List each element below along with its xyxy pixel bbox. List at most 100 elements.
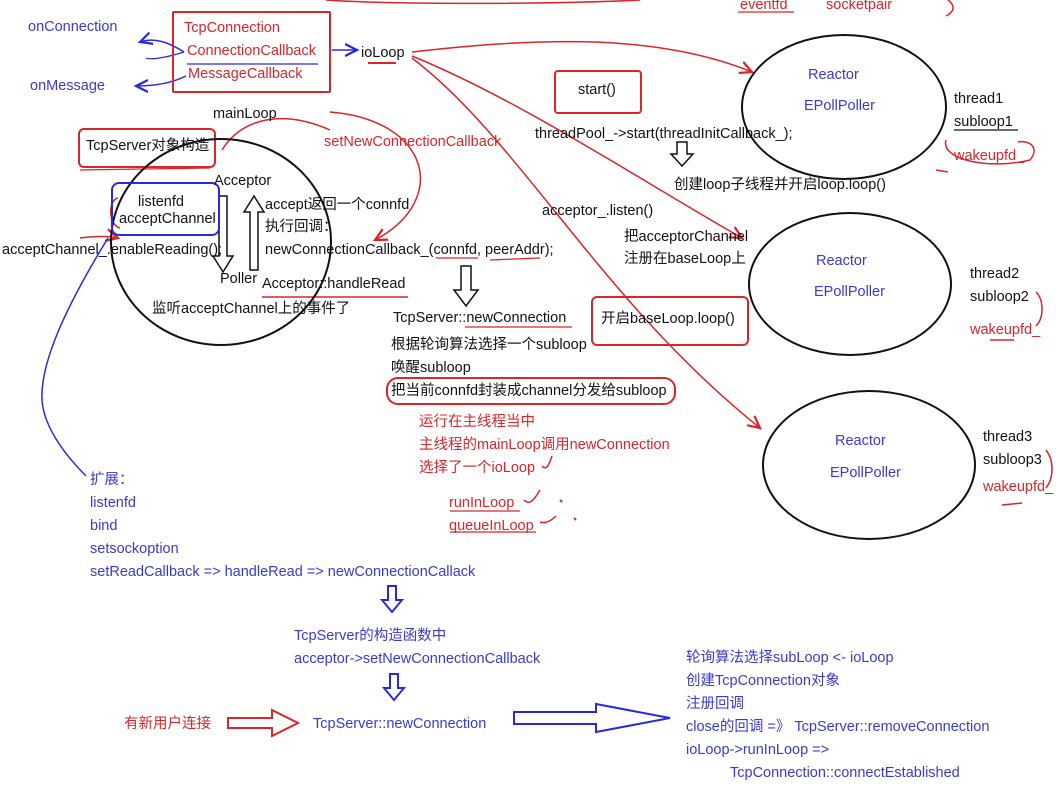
reactor-3-thread: thread3 (983, 429, 1033, 445)
accept-step-1: accept返回一个connfd (265, 197, 410, 213)
start-label: start() (578, 82, 616, 98)
reactor-3-wakeup: wakeupfd_ (983, 479, 1054, 495)
main-thread-3: 选择了一个ioLoop (419, 460, 536, 476)
threadpool-start-label: threadPool_->start(threadInitCallback_); (535, 126, 793, 142)
create-loop-label: 创建loop子线程并开启loop.loop() (674, 177, 886, 193)
socketpair-label: socketpair (826, 0, 893, 13)
conn-callback-arrow-b (145, 51, 185, 60)
acceptor-circle (110, 138, 332, 346)
reactor-circle-2 (748, 212, 952, 356)
reactor-1-title: Reactor (808, 67, 859, 83)
reactor-3-poller: EPollPoller (830, 465, 901, 481)
extension-title: 扩展： (90, 472, 134, 488)
reactor-2-title: Reactor (816, 253, 867, 269)
tcpserver-newconn-1: 根据轮询算法选择一个subloop (391, 337, 587, 353)
connection-callback-label: ConnectionCallback (187, 43, 316, 59)
flow-ctor-title: TcpServer的构造函数中 (294, 628, 447, 644)
extension-setsockoption: setsockoption (90, 541, 179, 557)
register-acceptor-2: 注册在baseLoop上 (624, 251, 746, 267)
run-in-loop-label: runInLoop (449, 495, 515, 511)
queue-in-loop-label: queueInLoop (449, 518, 534, 534)
reactor-1-thread: thread1 (954, 91, 1004, 107)
runinloop-tick (523, 489, 541, 504)
wakeup3-underline (1001, 502, 1023, 506)
accept-step-2: 执行回调： (265, 219, 338, 235)
accept-channel-label: acceptChannel (119, 211, 216, 227)
tcpconnection-title: TcpConnection (184, 20, 280, 36)
setnewconn-arc (329, 111, 422, 240)
start-box (554, 70, 642, 114)
wakeup1-tick (935, 169, 949, 173)
to-final-arrow (513, 702, 671, 734)
tcpserver-newconn-title: TcpServer::newConnection (393, 310, 567, 326)
register-acceptor-1: 把acceptorChannel (624, 229, 749, 245)
new-user-arrow (227, 708, 301, 738)
ioloop-to-reactor3 (411, 57, 760, 428)
ioloop-label: ioLoop (361, 45, 405, 61)
reactor-1-wakeup: wakeupfd_ (954, 148, 1025, 164)
open-baseloop-box (591, 296, 749, 346)
final-step-1: 轮询算法选择subLoop <- ioLoop (686, 650, 894, 666)
reactor-3-title: Reactor (835, 433, 886, 449)
blue-curve-to-extension (41, 237, 109, 477)
top-scribble-left (325, 0, 641, 5)
queueinloop-tick (539, 515, 557, 524)
message-callback-label: MessageCallback (188, 66, 303, 82)
on-message-label: onMessage (30, 78, 105, 94)
tcpserver-newconn-2: 唤醒subloop (391, 360, 471, 376)
accept-step-4: Acceptor::handleRead (262, 276, 406, 292)
mainloop-label: mainLoop (213, 106, 277, 122)
flow-newconn-label: TcpServer::newConnection (313, 716, 487, 732)
eventfd-label: eventfd (740, 0, 788, 13)
conn-callback-arrow (140, 40, 185, 53)
reactor-circle-3 (762, 390, 976, 540)
flow-down-arrow2 (381, 673, 407, 702)
reactor-3-subloop: subloop3 (983, 452, 1042, 468)
flow-down-arrow1 (379, 585, 405, 614)
ioloop-to-reactor2 (411, 55, 742, 238)
extension-bind: bind (90, 518, 118, 534)
listenfd-label: listenfd (138, 194, 184, 210)
tcpconnection-box (172, 11, 331, 93)
acceptor-label: Acceptor (214, 173, 272, 189)
final-step-6: TcpConnection::connectEstablished (730, 765, 960, 781)
select-tick (541, 455, 553, 469)
top-scribble-right (945, 0, 954, 17)
extension-read-callback: setReadCallback => handleRead => newConn… (90, 564, 476, 580)
reactor-2-poller: EPollPoller (814, 284, 885, 300)
main-thread-2: 主线程的mainLoop调用newConnection (419, 437, 670, 453)
open-baseloop-label: 开启baseLoop.loop() (601, 311, 735, 327)
listen-note-label: 监听acceptChannel上的事件了 (152, 301, 351, 317)
poller-label: Poller (220, 271, 258, 287)
wakeup1-loop (944, 139, 1035, 165)
acceptor-listen-label: acceptor_.listen() (542, 203, 654, 219)
reactor-1-poller: EPollPoller (804, 98, 875, 114)
newconn-down-arrow (452, 265, 480, 308)
reactor-1-subloop: subloop1 (954, 114, 1013, 130)
tcpserver-newconn-3: 把当前connfd封装成channel分发给subloop (391, 383, 667, 399)
dispatch-oval (386, 377, 676, 405)
extension-listenfd: listenfd (90, 495, 136, 511)
accept-step-3: newConnectionCallback_(connfd, peerAddr)… (265, 242, 554, 258)
reactor-2-subloop: subloop2 (970, 289, 1029, 305)
msg-callback-arrow (136, 75, 187, 86)
reactor-2-wakeup: wakeupfd_ (970, 322, 1041, 338)
listenfd-box (111, 182, 220, 236)
enable-reading-label: acceptChannel_.enableReading(); (2, 242, 223, 258)
ioloop-to-reactor1 (411, 40, 752, 72)
new-user-label: 有新用户连接 (124, 716, 211, 732)
final-step-3: 注册回调 (686, 696, 744, 712)
subloop2-bracket (1035, 291, 1043, 327)
final-step-5: ioLoop->runInLoop => (686, 742, 830, 758)
on-connection-label: onConnection (28, 19, 118, 35)
reactor-circle-1 (741, 34, 947, 180)
reactor-2-thread: thread2 (970, 266, 1020, 282)
flow-ctor-call: acceptor->setNewConnectionCallback (294, 651, 541, 667)
dot2 (573, 517, 577, 521)
final-step-2: 创建TcpConnection对象 (686, 673, 840, 689)
subloop3-bracket (1045, 449, 1053, 489)
final-step-4: close的回调 =》 TcpServer::removeConnection (686, 719, 990, 735)
start-down-arrow (669, 141, 695, 168)
